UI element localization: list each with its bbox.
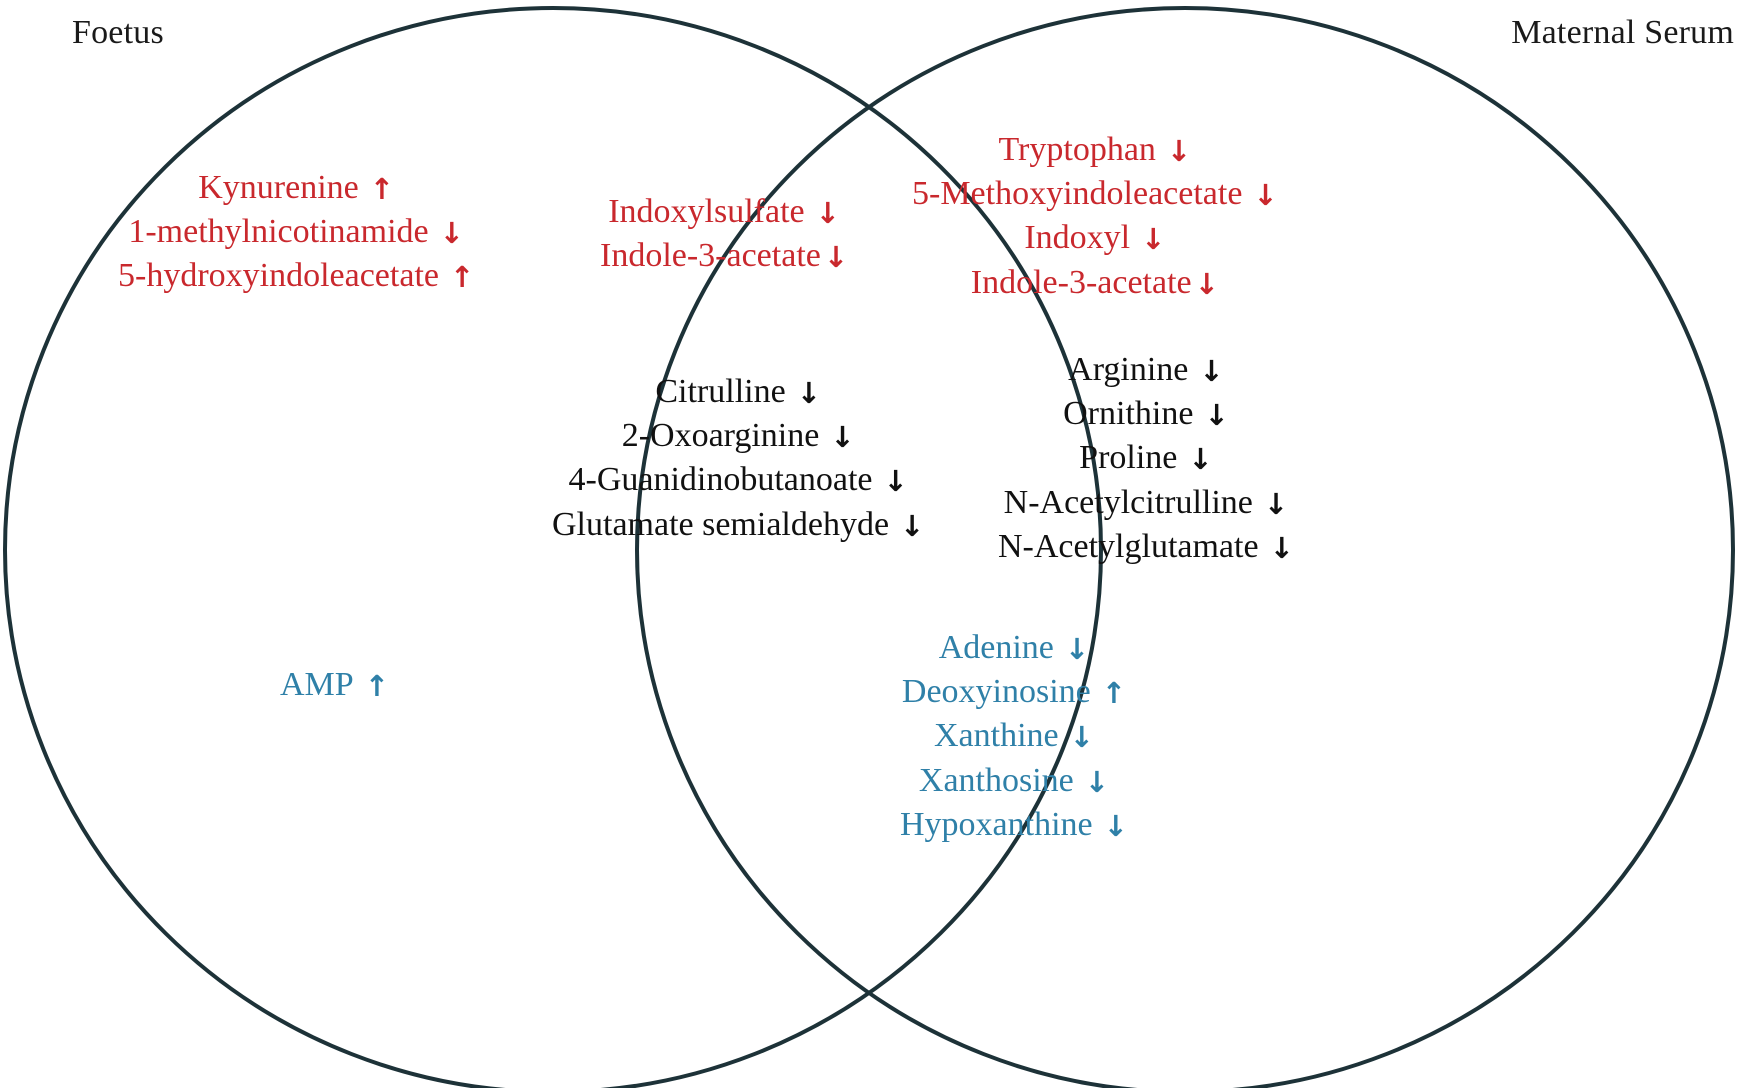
metabolite-entry: Ornithine ↓: [1063, 392, 1229, 436]
metabolite-entry: Xanthosine ↓: [919, 759, 1109, 803]
trend-arrow-icon: ↑: [1101, 676, 1127, 711]
maternal-only-red-list: Tryptophan ↓ 5-Methoxyindoleacetate ↓ Indo…: [912, 128, 1278, 305]
metabolite-name: AMP: [280, 666, 354, 703]
metabolite-entry: Indoxylsulfate ↓: [608, 190, 840, 234]
metabolite-name: Proline: [1079, 439, 1178, 477]
set-label-maternal-serum: Maternal Serum: [1511, 14, 1734, 51]
intersection-red-list: Indoxylsulfate↓ Indole-3-acetate↓: [600, 190, 848, 278]
trend-arrow-icon: ↓: [883, 464, 908, 499]
metabolite-name: Glutamate semialdehyde: [552, 505, 890, 543]
metabolite-name: 2-Oxoarginine: [621, 417, 820, 455]
metabolite-entry: Adenine ↓: [939, 626, 1090, 670]
metabolite-name: Indole-3-acetate: [970, 263, 1192, 301]
metabolite-entry: 4-Guanidinobutanoate ↓: [569, 458, 908, 502]
trend-arrow-icon: ↓: [439, 216, 464, 251]
metabolite-entry: 5-hydroxyindoleacetate ↑: [118, 254, 474, 298]
trend-arrow-icon: ↓: [1064, 632, 1090, 666]
set-label-foetus: Foetus: [72, 14, 164, 51]
metabolite-name: N-Acetylcitrulline: [1003, 483, 1253, 521]
metabolite-entry: AMP ↑: [280, 663, 389, 707]
metabolite-entry: 1-methylnicotinamide ↓: [128, 210, 464, 254]
trend-arrow-icon: ↓: [1103, 808, 1128, 843]
metabolite-name: Adenine: [938, 629, 1054, 666]
foetus-only-blue-list: AMP ↑: [280, 663, 389, 707]
metabolite-name: 1-methylnicotinamide: [128, 213, 429, 251]
metabolite-name: Xanthosine: [918, 761, 1074, 799]
trend-arrow-icon: ↓: [1269, 530, 1294, 565]
trend-arrow-icon: ↓: [796, 376, 821, 410]
metabolite-entry: N-Acetylglutamate ↓: [998, 525, 1294, 569]
metabolite-name: Indoxyl: [1024, 219, 1131, 257]
trend-arrow-icon: ↓: [1194, 266, 1219, 301]
metabolite-entry: Deoxyinosine ↑: [902, 670, 1126, 714]
trend-arrow-icon: ↓: [823, 240, 849, 275]
metabolite-entry: Hypoxanthine ↓: [900, 803, 1128, 847]
trend-arrow-icon: ↓: [1141, 222, 1166, 257]
metabolite-entry: Indole-3-acetate↓: [600, 234, 848, 278]
foetus-only-red-list: Kynurenine ↑ 1-methylnicotinamide ↓ 5-hydr…: [118, 166, 474, 299]
metabolite-name: Indoxylsulfate: [608, 193, 805, 230]
metabolite-name: Deoxyinosine: [901, 673, 1091, 711]
metabolite-entry: Xanthine ↓: [934, 714, 1094, 758]
maternal-only-blue-list: Adenine ↓ Deoxyinosine ↑ Xanthine ↓ Xanthos…: [900, 626, 1128, 847]
trend-arrow-icon: ↓: [1084, 764, 1110, 799]
metabolite-name: Indole-3-acetate: [600, 237, 821, 275]
metabolite-entry: 2-Oxoarginine ↓: [622, 414, 855, 458]
trend-arrow-icon: ↑: [449, 260, 475, 295]
metabolite-entry: Indole-3-acetate↓: [971, 261, 1219, 305]
trend-arrow-icon: ↓: [900, 508, 925, 543]
maternal-only-black-list: Arginine↓ Ornithine↓ Proline↓ N-Acetylci…: [998, 348, 1294, 569]
metabolite-name: Xanthine: [934, 717, 1059, 755]
metabolite-entry: Arginine ↓: [1068, 348, 1224, 392]
metabolite-name: Arginine: [1068, 351, 1189, 388]
metabolite-entry: Indoxyl ↓: [1024, 216, 1165, 260]
metabolite-name: 5-Methoxyindoleacetate: [912, 175, 1243, 213]
metabolite-name: Citrulline: [655, 373, 786, 410]
metabolite-entry: Proline ↓: [1079, 436, 1213, 480]
trend-arrow-icon: ↓: [1204, 398, 1229, 433]
trend-arrow-icon: ↑: [369, 172, 395, 206]
metabolite-entry: Glutamate semialdehyde ↓: [552, 503, 924, 547]
intersection-black-list: Citrulline ↓ 2-Oxoarginine ↓ 4-Guanidinobu…: [552, 370, 924, 547]
trend-arrow-icon: ↓: [1253, 178, 1278, 213]
metabolite-name: N-Acetylglutamate: [998, 527, 1259, 565]
trend-arrow-icon: ↓: [830, 420, 855, 455]
metabolite-entry: Tryptophan ↓: [998, 128, 1191, 172]
trend-arrow-icon: ↓: [815, 196, 840, 230]
trend-arrow-icon: ↓: [1263, 486, 1289, 521]
trend-arrow-icon: ↑: [364, 669, 390, 703]
metabolite-name: 5-hydroxyindoleacetate: [118, 257, 439, 295]
metabolite-entry: Citrulline ↓: [655, 370, 821, 414]
metabolite-name: 4-Guanidinobutanoate: [568, 461, 873, 499]
metabolite-name: Kynurenine: [198, 169, 359, 206]
metabolite-name: Hypoxanthine: [900, 805, 1093, 843]
trend-arrow-icon: ↓: [1188, 442, 1213, 477]
trend-arrow-icon: ↓: [1199, 354, 1224, 388]
trend-arrow-icon: ↓: [1069, 720, 1094, 755]
metabolite-name: Tryptophan: [998, 131, 1156, 168]
metabolite-entry: N-Acetylcitrulline ↓: [1004, 481, 1289, 525]
metabolite-entry: 5-Methoxyindoleacetate ↓: [912, 172, 1278, 216]
metabolite-entry: Kynurenine ↑: [198, 166, 394, 210]
trend-arrow-icon: ↓: [1166, 134, 1192, 168]
metabolite-name: Ornithine: [1063, 395, 1194, 433]
